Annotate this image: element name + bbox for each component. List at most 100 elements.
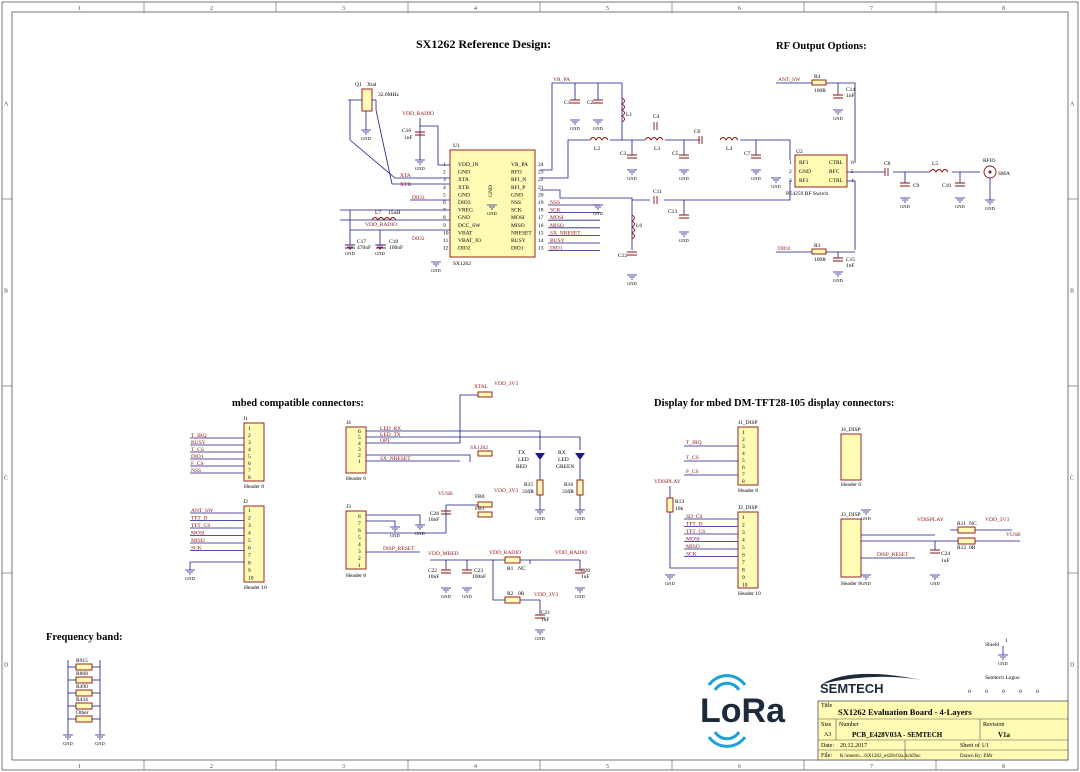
r11-value: NC: [969, 521, 977, 527]
c10-capacitor: [955, 182, 965, 187]
l7-value: 15nH: [388, 210, 400, 216]
l2-ref: L2: [594, 146, 600, 152]
u1-left-pin-name: GND: [458, 215, 470, 221]
fiducial: 0: [968, 689, 971, 695]
c14-capacitor: [833, 94, 843, 99]
l1-inductor: [621, 97, 625, 123]
j1-header: [243, 422, 265, 482]
ground-symbol: [375, 244, 385, 250]
ground-label: GND: [930, 581, 940, 586]
j2-gnd-wire: [189, 561, 244, 570]
zone-col-top: 3: [342, 6, 345, 12]
ground-symbol: [998, 654, 1008, 660]
ground-label: GND: [415, 531, 425, 536]
net-ant-sw: ANT_SW: [778, 77, 801, 83]
j2d-pin-number: 3: [742, 530, 745, 536]
semtech-wordmark: SEMTECH: [820, 681, 884, 696]
u1-left-pin-number: 12: [443, 246, 449, 252]
u1-left-pin-number: 11: [443, 238, 449, 244]
u1-left-pin-name: VBAT: [458, 230, 473, 236]
zone-col-top: 2: [210, 6, 213, 12]
tb-date-label: Date:: [821, 743, 834, 749]
u2-right-pin-name: CTRL: [829, 178, 844, 184]
net-vdd-radio-top: VDD_RADIO: [402, 111, 434, 117]
u1-right-pin-name: DIO1: [511, 246, 524, 252]
header-pin-number: 10: [248, 576, 254, 582]
header-pin-number: 2: [358, 453, 361, 459]
l6-ref: L6: [636, 223, 642, 229]
ground-label: GND: [998, 661, 1008, 666]
ground-label: GND: [861, 581, 871, 586]
u1-right-pin-number: 22: [538, 177, 544, 183]
u1-right-pin-number: 15: [538, 230, 544, 236]
c1-ref: C1: [564, 100, 571, 106]
net-vdd-radio-b: VDD_RADIO: [555, 550, 587, 556]
ground-symbol: [570, 119, 580, 125]
zone-row-right: A: [1070, 102, 1075, 108]
j1d-net-t-cs: T_CS: [686, 455, 699, 461]
r3-resistor: [811, 248, 827, 255]
u1-right-pin-name: SCK: [511, 208, 522, 214]
ground-label: GND: [593, 211, 603, 216]
ground-label: GND: [63, 741, 73, 746]
freq-resistor: [75, 702, 93, 710]
header-pin-number: 4: [358, 542, 361, 548]
ground-label: GND: [535, 636, 545, 641]
u2-rf-switch-body: [794, 154, 848, 188]
crystal-wires: [348, 99, 450, 185]
tb-number: PCB_E428V03A - SEMTECH: [852, 731, 943, 739]
j1d-pin-number: 5: [742, 458, 745, 464]
header-pin-number: 5: [248, 454, 251, 460]
j2d-pin-number: 7: [742, 560, 745, 566]
c12-ref: C12: [618, 253, 627, 259]
fb1-bead: [477, 511, 493, 518]
u1-net-label: NSS: [550, 200, 560, 206]
ground-label: GND: [375, 251, 385, 256]
sma-ref: RFIO: [983, 158, 996, 164]
u1-left-wires: [340, 199, 450, 245]
led-rx-color: GREEN: [556, 464, 574, 470]
c4-capacitor: [653, 122, 658, 130]
r2-resistor: [504, 596, 521, 604]
inner-frame: [11, 11, 1069, 761]
r11-ref: R11: [957, 521, 966, 527]
zone-row-left: A: [4, 102, 9, 108]
ground-symbol: [63, 734, 73, 740]
mbed-block: J1 Header 8 12345678T_IRQBUSYT_CSDIO1F_C…: [189, 381, 590, 623]
u1-left-pin-name: DIO3: [458, 200, 471, 206]
j2-net-label: ANT_SW: [191, 508, 214, 514]
tb-size-label: Size: [821, 722, 832, 728]
j1d-pin-number: 1: [742, 430, 745, 436]
net-vdd3v3-d: VDD_3V3: [985, 517, 1009, 523]
c15-capacitor: [833, 257, 843, 262]
ground-symbol: [441, 587, 451, 593]
dio2-rf-wires: [776, 251, 855, 258]
u1-left-pin-number: 2: [443, 170, 446, 176]
ground-label: GND: [833, 278, 843, 283]
zone-col-bottom: 6: [738, 764, 741, 770]
ground-symbol: [751, 169, 761, 175]
header-pin-number: 5: [358, 535, 361, 541]
j3-ref: J3: [346, 504, 351, 510]
tb-title-label: Title: [821, 703, 832, 709]
net-xtb: XTB: [400, 182, 411, 188]
c26-ref: C26: [430, 511, 439, 517]
c23-value: 100nF: [472, 574, 486, 580]
r2-value: 0R: [518, 591, 525, 597]
c8-capacitor: [884, 168, 889, 176]
c5-ref: C5: [672, 151, 679, 157]
ground-label: GND: [361, 136, 371, 141]
u1-right-pin-name: RFI_P: [511, 185, 525, 191]
ground-label: GND: [985, 206, 995, 211]
r12-value: 0R: [969, 545, 976, 551]
r16-resistor: [576, 479, 584, 496]
rf-output-block: ANT_SW R4 100R C14 1nF U2 PE4259 RF Swit…: [776, 74, 1010, 269]
ground-symbol: [593, 204, 603, 210]
c11-capacitor: [653, 196, 658, 204]
ground-label: GND: [570, 126, 580, 131]
u1-left-pin-name: VBAT_IO: [458, 238, 481, 244]
